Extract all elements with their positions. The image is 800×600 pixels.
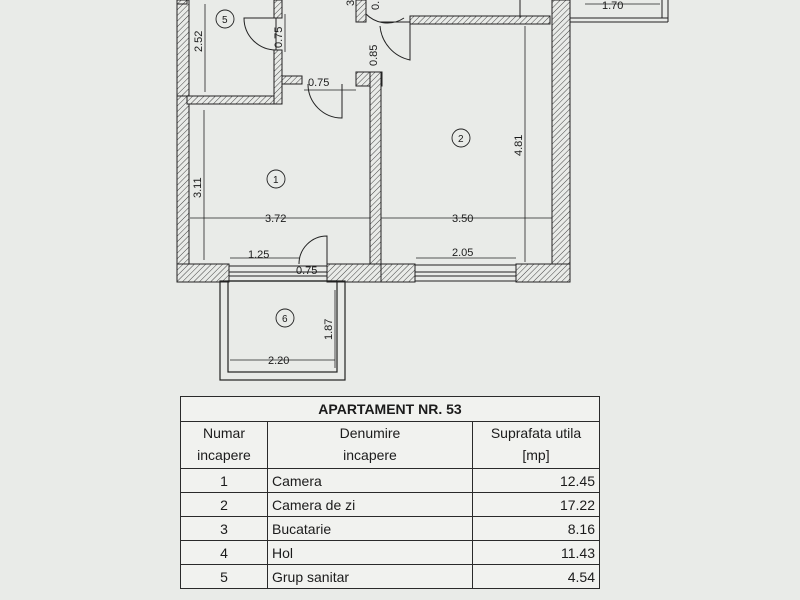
row-area: 4.54 — [472, 564, 600, 589]
wall-topleft-cap — [176, 0, 188, 5]
room-marker-1 — [266, 169, 286, 189]
wall-bath-right — [273, 0, 283, 19]
table-title: APARTAMENT NR. 53 — [180, 396, 600, 422]
row-name: Bucatarie — [267, 516, 473, 541]
room-number-5: 5 — [222, 15, 228, 26]
wall-left-top — [176, 0, 190, 105]
door-bath — [243, 17, 277, 51]
walls — [176, 0, 571, 283]
wall-bottom-left — [176, 263, 230, 283]
room-marker-6 — [275, 308, 295, 328]
row-name: Camera de zi — [267, 492, 473, 517]
table-row: 2 Camera de zi 17.22 — [180, 492, 600, 517]
row-name: Grup sanitar — [267, 564, 473, 589]
wall-bottom-right — [380, 263, 416, 283]
balcony — [219, 280, 346, 381]
row-area: 17.22 — [472, 492, 600, 517]
dim-3-72: 3.72 — [265, 213, 286, 225]
row-area: 8.16 — [472, 516, 600, 541]
dim-0-75-bath: 0.75 — [273, 27, 285, 48]
header-room-number-line2: incapere — [197, 447, 251, 463]
row-area: 12.45 — [472, 468, 600, 493]
wall-left — [176, 95, 190, 281]
dim-2-05: 2.05 — [452, 247, 473, 259]
wall-hall-stub — [281, 75, 303, 85]
room-numbers: 5 1 2 6 — [222, 15, 464, 325]
wall-bath-bottom — [186, 95, 280, 105]
dimension-labels: 2.52 0.75 3 0. 0.85 1.70 0.75 3.11 3.72 … — [192, 0, 623, 367]
wall-right-cap — [515, 263, 571, 283]
dim-2-20: 2.20 — [268, 355, 289, 367]
door-top — [365, 0, 405, 24]
header-room-name-line2: incapere — [343, 447, 397, 463]
header-room-number-line1: Numar — [202, 425, 245, 441]
header-room-name: Denumire incapere — [267, 421, 473, 469]
room-number-2: 2 — [458, 134, 464, 145]
dim-4-81: 4.81 — [513, 135, 525, 156]
row-number: 2 — [180, 492, 268, 517]
wall-bath-right-lower — [273, 49, 283, 105]
room-number-6: 6 — [282, 314, 288, 325]
table-row: 4 Hol 11.43 — [180, 540, 600, 565]
door-living — [379, 21, 411, 61]
header-area: Suprafata utila [mp] — [472, 421, 600, 469]
table-row: 1 Camera 12.45 — [180, 468, 600, 493]
table-header-row: Numar incapere Denumire incapere Suprafa… — [180, 421, 600, 469]
dim-0-partial: 0. — [370, 1, 382, 10]
wall-right — [551, 0, 571, 283]
dim-3-50: 3.50 — [452, 213, 473, 225]
wall-middle — [369, 71, 382, 283]
header-room-number: Numar incapere — [180, 421, 268, 469]
table-row: 3 Bucatarie 8.16 — [180, 516, 600, 541]
dim-1-87: 1.87 — [323, 319, 335, 340]
wall-bottom-mid — [326, 263, 382, 283]
wall-hall-right-top — [355, 0, 367, 23]
room-area-table: APARTAMENT NR. 53 Numar incapere Denumir… — [180, 396, 600, 589]
row-name: Camera — [267, 468, 473, 493]
dim-3-11: 3.11 — [192, 177, 204, 198]
room-marker-2 — [451, 128, 471, 148]
header-room-name-line1: Denumire — [339, 425, 401, 441]
row-number: 5 — [180, 564, 268, 589]
door-entry — [298, 235, 328, 265]
row-number: 4 — [180, 540, 268, 565]
row-name: Hol — [267, 540, 473, 565]
dim-1-70: 1.70 — [602, 0, 623, 12]
dimension-lines — [190, 3, 660, 368]
dim-2-52: 2.52 — [193, 31, 205, 52]
row-number: 3 — [180, 516, 268, 541]
dim-3-partial: 3 — [345, 0, 357, 6]
header-area-line2: [mp] — [522, 447, 550, 463]
room-marker-5 — [215, 9, 235, 29]
room-number-1: 1 — [273, 175, 279, 186]
dim-0-75-door: 0.75 — [296, 265, 317, 277]
dim-0-75-hall: 0.75 — [308, 77, 329, 89]
row-area: 11.43 — [472, 540, 600, 565]
door-hall — [307, 83, 343, 119]
windows — [229, 0, 669, 282]
wall-living-top — [409, 15, 551, 25]
dim-1-25: 1.25 — [248, 249, 269, 261]
table-title-row: APARTAMENT NR. 53 — [180, 396, 600, 422]
table-row: 5 Grup sanitar 4.54 — [180, 564, 600, 589]
header-area-line1: Suprafata utila — [490, 425, 582, 441]
dim-0-85: 0.85 — [368, 45, 380, 66]
row-number: 1 — [180, 468, 268, 493]
room-markers — [215, 9, 471, 328]
